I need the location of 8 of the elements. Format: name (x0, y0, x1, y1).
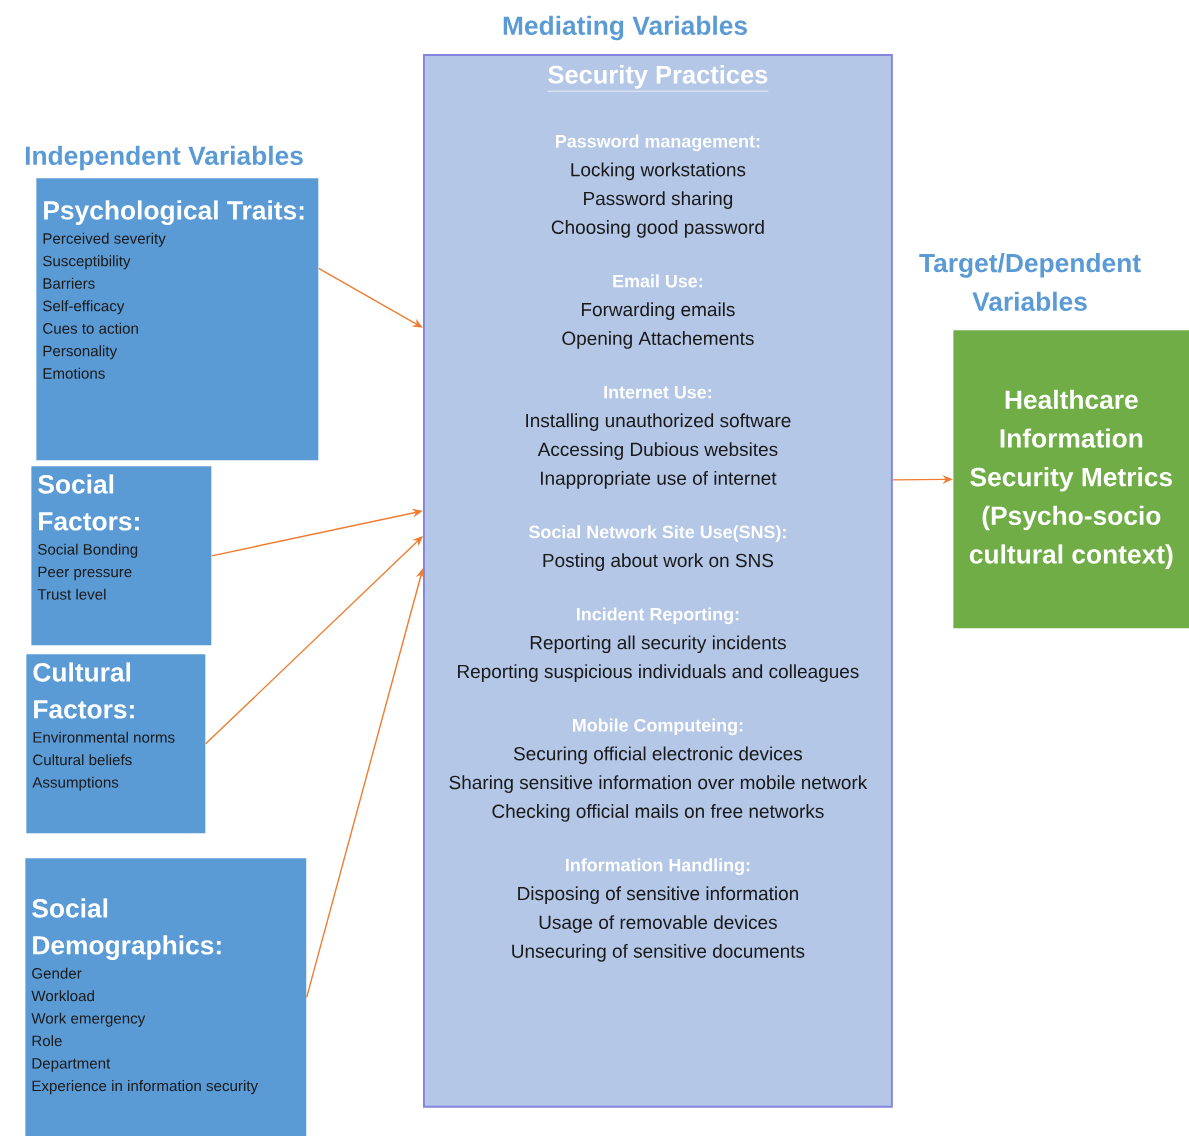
section-heading: Target/Dependent Variables (919, 253, 1141, 311)
arrow (317, 267, 423, 328)
variable-box: Cultural Factors: Environmental norms Cultural beliefs Assumptions (26, 654, 206, 834)
variable-box: Social Factors: Social Bonding Peer pressure Trust level (31, 466, 212, 646)
practices-box: Security Practices Password management: Locking workstations Password sharing Choosing good password Email Use: Forwarding emails Opening Attachements Internet Use: Installing unauthorized software Accessing Dubious websites Inappropriate use of internet Social Network Site Use(SNS): Posting about work on SNS Incident Reporting: Reporting all security incidents Reporting suspicious individuals and colleagues Mobile Computeing: Securing official electronic devices Sharing sensitive information over mobile network Checking official mails on free networks Information Handling: Disposing of sensitive information Usage of removable devices Unsecuring of sensitive documents (423, 54, 893, 1108)
outcome-box: Healthcare Information Security Metrics (Psycho-socio cultural context) (953, 330, 1189, 629)
variable-box: Social Demographics: Gender Workload Work emergency Role Department Experience in information security (25, 858, 307, 1136)
variable-box: Psychological Traits: Perceived severity Susceptibility Barriers Self-efficacy Cues to action Personality Emotions (36, 178, 319, 461)
